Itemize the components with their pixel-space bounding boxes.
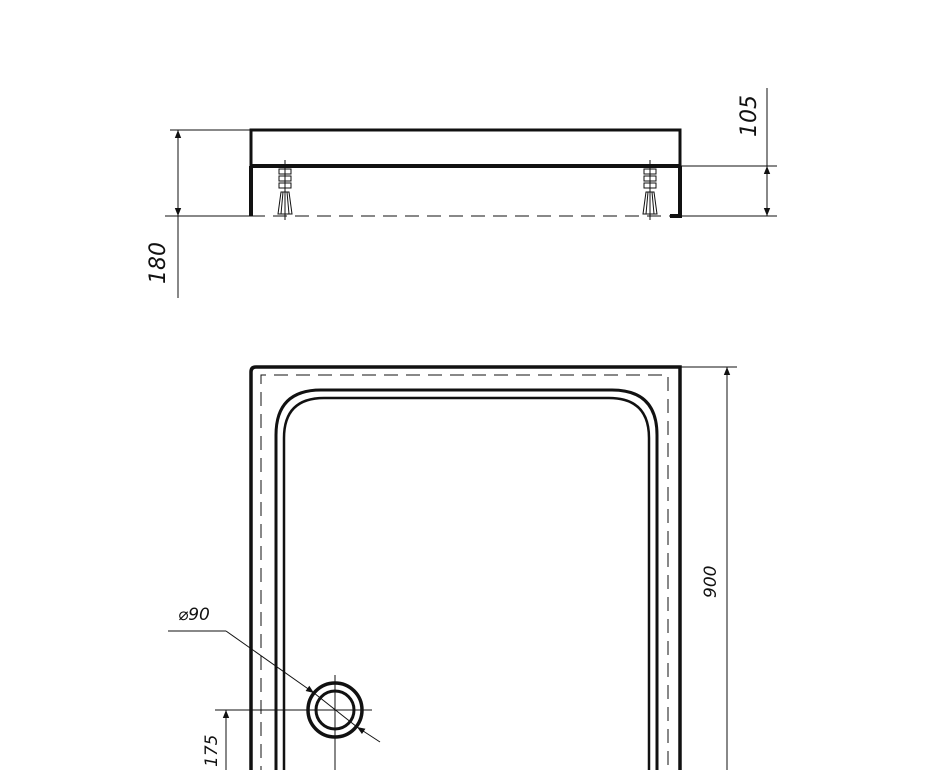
- label-width: 900: [701, 566, 721, 598]
- plan-view: [168, 365, 737, 770]
- panel-hidden-line: [260, 374, 669, 770]
- label-drain-diameter: ⌀90: [178, 605, 210, 625]
- adjustable-foot-left: [277, 160, 293, 220]
- label-tray-height: 105: [737, 95, 762, 137]
- drain: [215, 675, 372, 770]
- basin-outer-edge: [274, 388, 659, 770]
- dimension-width: [680, 366, 737, 770]
- dimension-drain-diameter: [168, 630, 381, 743]
- tray-body: [249, 128, 682, 168]
- front-panel-right: [670, 166, 682, 218]
- basin-inner-edge: [282, 396, 651, 770]
- adjustable-foot-right: [642, 160, 658, 220]
- label-total-height: 180: [146, 242, 171, 284]
- dimension-tray-height: [680, 88, 777, 217]
- side-view: [165, 88, 777, 298]
- tray-outline: [249, 365, 682, 770]
- dimension-total-height: [165, 129, 251, 298]
- label-drain-offset: 175: [202, 735, 222, 767]
